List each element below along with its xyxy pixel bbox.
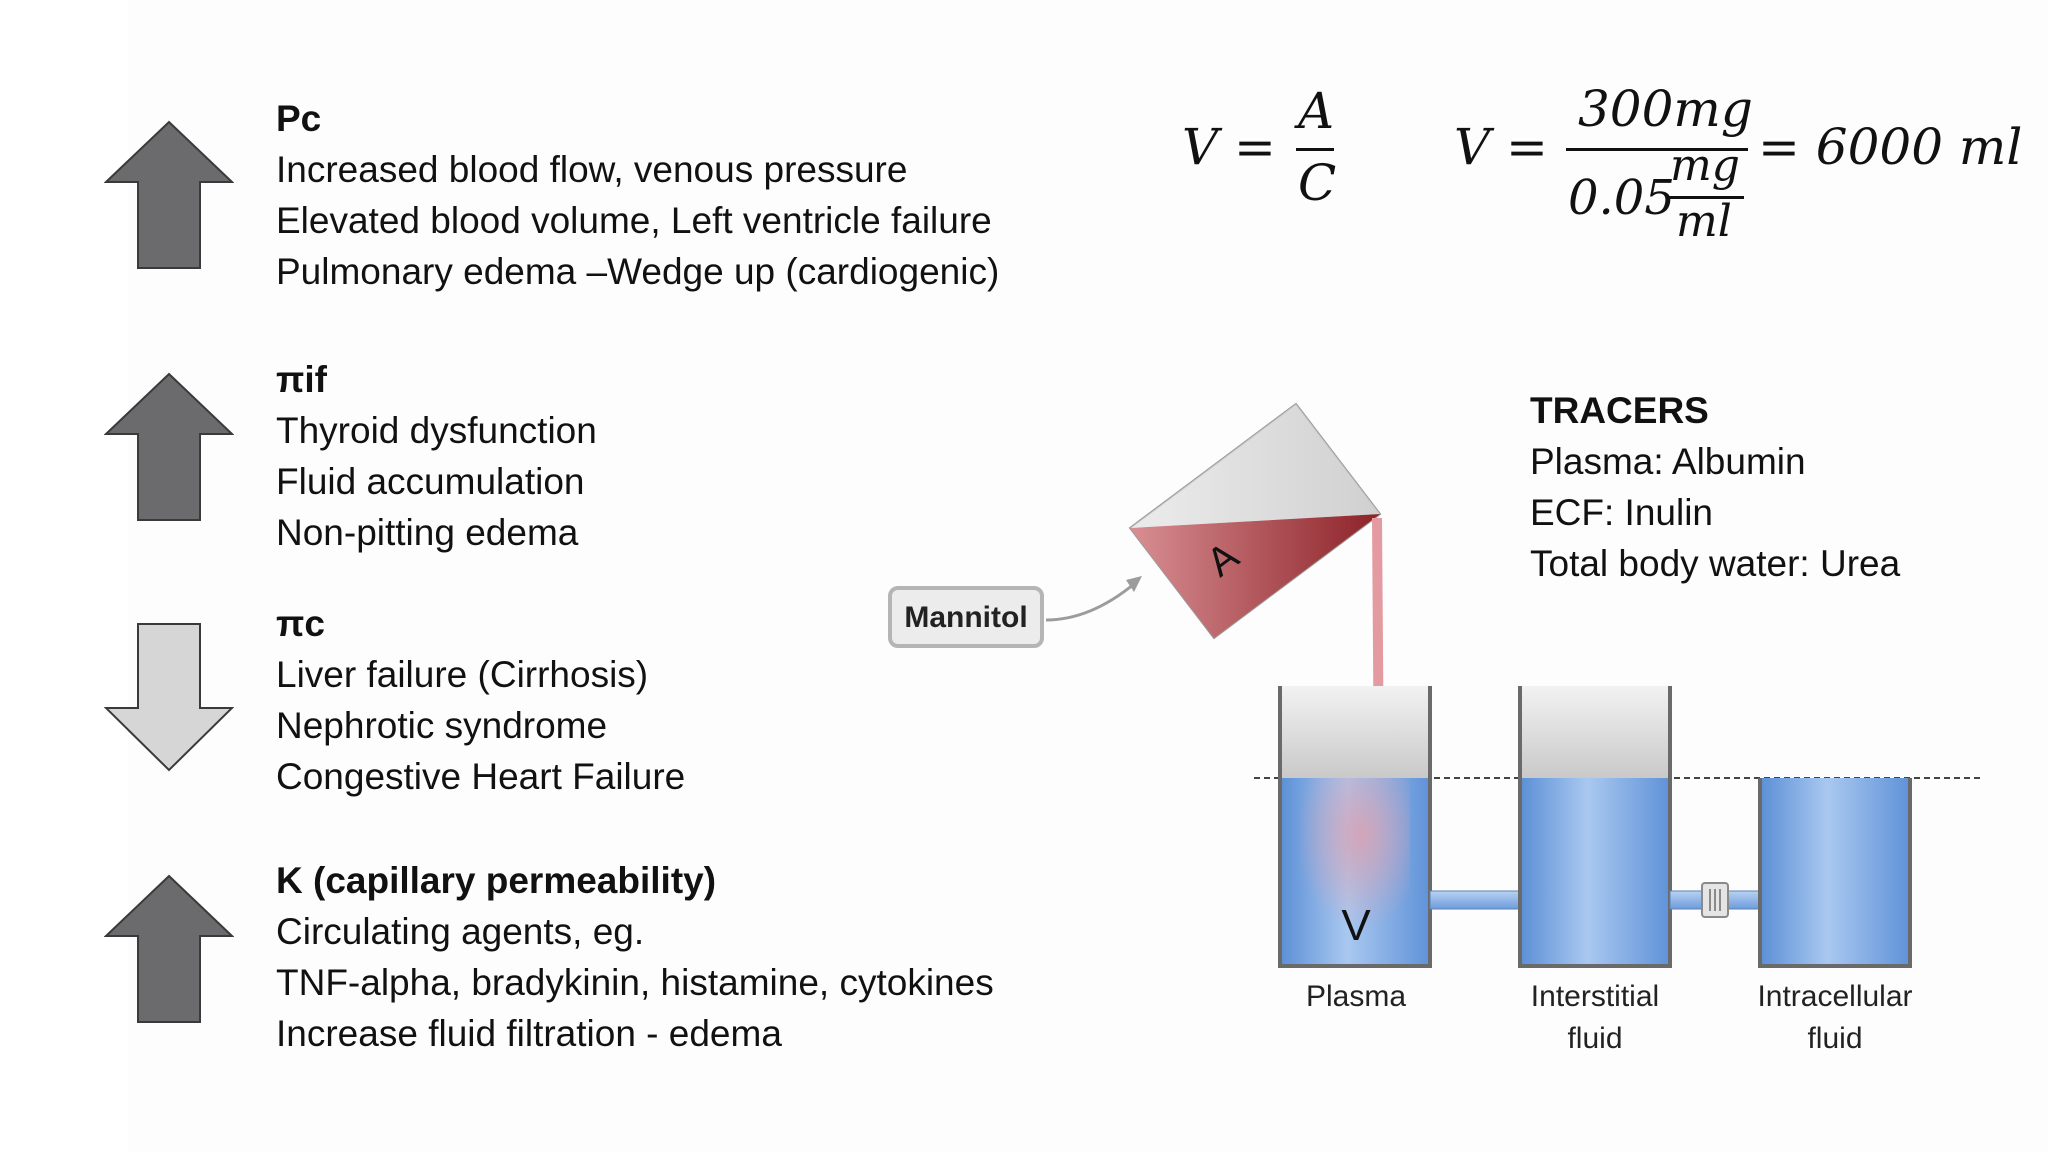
tilted-beaker: A xyxy=(1128,402,1382,640)
block-line: TNF-alpha, bradykinin, histamine, cytoki… xyxy=(276,962,994,1003)
mannitol-label: Mannitol xyxy=(904,601,1027,634)
connector-pipe xyxy=(1429,890,1521,910)
block-line: Liver failure (Cirrhosis) xyxy=(276,654,649,695)
block-line: Nephrotic syndrome xyxy=(276,705,608,746)
arrow-up-icon xyxy=(104,372,234,522)
block-heading: πc xyxy=(276,603,325,644)
formula-lhs: V xyxy=(1182,118,1219,176)
block-line: Pulmonary edema –Wedge up (cardiogenic) xyxy=(276,251,1000,292)
intracellular-container xyxy=(1758,778,1912,968)
compartment-label: fluid xyxy=(1567,1022,1622,1055)
pointer-arrowhead xyxy=(1126,576,1142,592)
block-line: Non-pitting edema xyxy=(276,512,579,553)
arrow-up-icon xyxy=(104,874,234,1024)
tracer-line: Total body water: Urea xyxy=(1530,543,1901,584)
plasma-container: V xyxy=(1278,686,1432,968)
membrane-valve-icon xyxy=(1701,882,1729,918)
block-line: Increased blood flow, venous pressure xyxy=(276,149,908,190)
compartment-label: Intracellular xyxy=(1757,980,1912,1013)
tracers-block: TRACERS Plasma: Albumin ECF: Inulin Tota… xyxy=(1530,385,1900,589)
compartment-label: Plasma xyxy=(1306,980,1406,1013)
block-line: Congestive Heart Failure xyxy=(276,756,686,797)
block-heading: πif xyxy=(276,359,327,400)
block-line: Thyroid dysfunction xyxy=(276,410,597,451)
calc-fraction-bar xyxy=(1566,148,1748,151)
calc-den-unit-den: ml xyxy=(1676,196,1732,247)
block-line: Elevated blood volume, Left ventricle fa… xyxy=(276,200,992,241)
formula-fraction-bar xyxy=(1296,148,1334,151)
calc-result: = 6000 ml xyxy=(1758,118,2023,176)
calc-numerator: 300mg xyxy=(1578,80,1753,138)
pi-c-block: πc Liver failure (Cirrhosis) Nephrotic s… xyxy=(276,598,685,802)
compartment-label: fluid xyxy=(1807,1022,1862,1055)
k-block: K (capillary permeability) Circulating a… xyxy=(276,855,994,1059)
tracer-line: Plasma: Albumin xyxy=(1530,441,1806,482)
mannitol-tag: Mannitol xyxy=(888,586,1044,648)
tracers-heading: TRACERS xyxy=(1530,390,1709,431)
pc-block: Pc Increased blood flow, venous pressure… xyxy=(276,93,999,297)
compartment-diagram: Mannitol A V xyxy=(860,380,2010,1100)
formula-equals: = xyxy=(1234,118,1276,176)
formula-denominator: C xyxy=(1298,154,1337,212)
tracer-line: ECF: Inulin xyxy=(1530,492,1714,533)
calc-equals: = xyxy=(1506,118,1548,176)
block-heading: Pc xyxy=(276,98,322,139)
volume-label: V xyxy=(1341,901,1371,950)
calc-den-coefficient: 0.05 xyxy=(1568,170,1675,226)
arrow-up-icon xyxy=(104,120,234,270)
slide-background xyxy=(128,0,2048,1152)
block-line: Fluid accumulation xyxy=(276,461,585,502)
arrow-down-icon xyxy=(104,622,234,772)
pi-if-block: πif Thyroid dysfunction Fluid accumulati… xyxy=(276,354,597,558)
calc-den-unit-num: mg xyxy=(1670,140,1740,191)
calc-unit-bar xyxy=(1668,196,1744,199)
interstitial-container xyxy=(1518,686,1672,968)
block-heading: K (capillary permeability) xyxy=(276,860,717,901)
block-line: Increase fluid filtration - edema xyxy=(276,1013,782,1054)
pointer-arrow xyxy=(1045,582,1135,622)
calc-lhs: V xyxy=(1454,118,1491,176)
formula-numerator: A xyxy=(1298,82,1335,140)
compartment-label: Interstitial xyxy=(1531,980,1659,1013)
block-line: Circulating agents, eg. xyxy=(276,911,645,952)
